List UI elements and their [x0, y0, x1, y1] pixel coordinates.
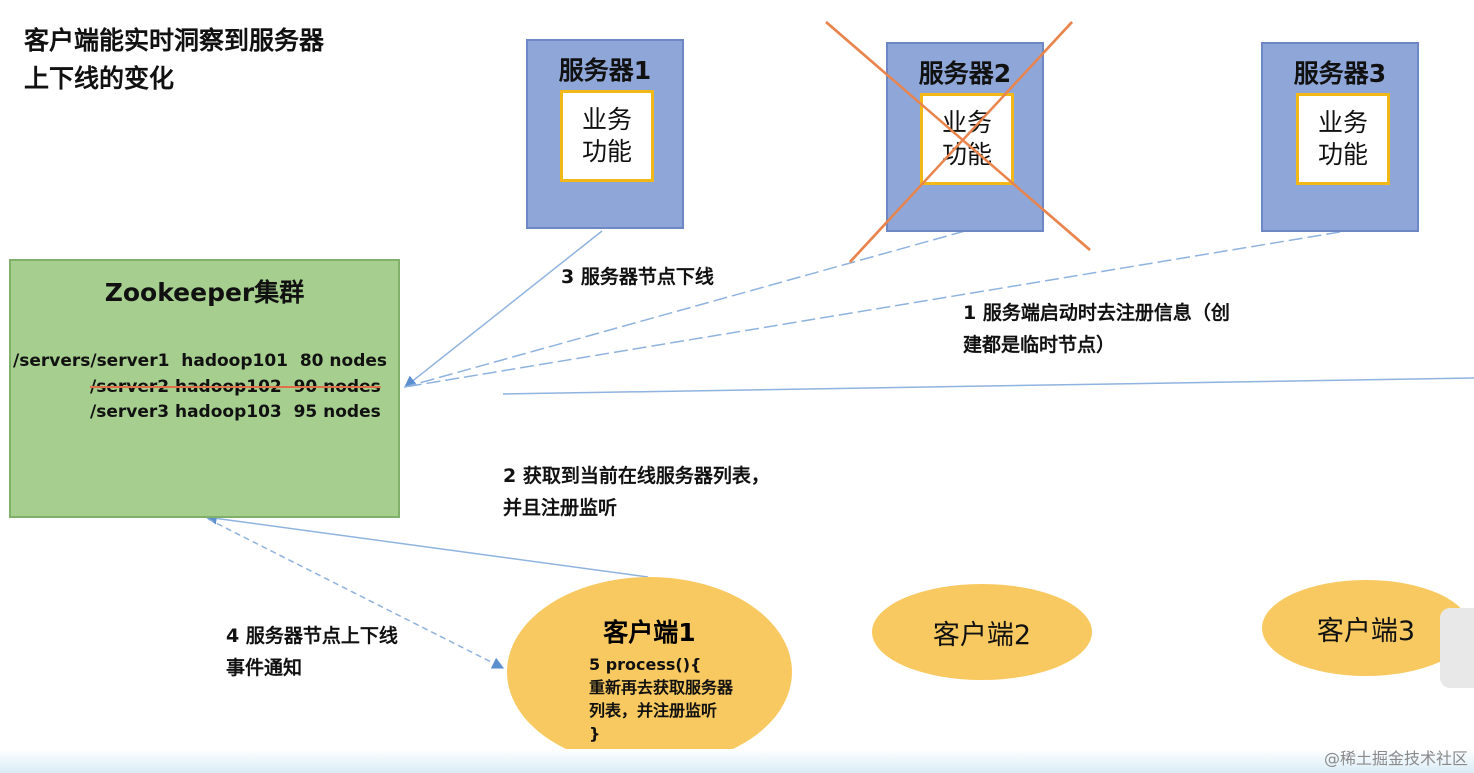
- server-2-box: 服务器2 业务功能: [886, 42, 1044, 232]
- server-1-box: 服务器1 业务功能: [526, 39, 684, 229]
- client-3-label: 客户端3: [1316, 615, 1416, 647]
- server-2-function-label: 业务功能: [941, 108, 992, 169]
- client-2-ellipse: 客户端2: [872, 584, 1092, 680]
- server-3-function: 业务功能: [1296, 93, 1390, 185]
- arrow-server1-to-zookeeper: [404, 230, 603, 388]
- step-4-label: 4 服务器节点上下线事件通知: [226, 625, 398, 679]
- step-3-label: 3 服务器节点下线: [561, 266, 714, 288]
- server-3-box: 服务器3 业务功能: [1261, 42, 1419, 232]
- client-1-code-line: }: [589, 724, 601, 743]
- zookeeper-title: Zookeeper集群: [104, 278, 305, 307]
- server-1-title: 服务器1: [558, 56, 652, 85]
- client-2-label: 客户端2: [932, 619, 1032, 651]
- footer-strip: [0, 749, 1474, 773]
- client-1-title: 客户端1: [603, 618, 696, 647]
- arrow-zookeeper-notify-client1: [207, 518, 505, 669]
- server-2-function: 业务功能: [920, 93, 1014, 185]
- client-3-ellipse: 客户端3: [1262, 580, 1470, 676]
- client-1-process-code: 5 process(){ 重新再去获取服务器 列表，并注册监听 }: [589, 653, 733, 745]
- server-3-function-label: 业务功能: [1317, 108, 1368, 169]
- server-1-function-label: 业务功能: [581, 105, 632, 166]
- watermark-text: @稀土掘金技术社区: [1323, 749, 1468, 768]
- zookeeper-cluster-box: Zookeeper集群 /servers/server1 hadoop101 8…: [9, 259, 400, 518]
- zk-node-server2-removed: /server2 hadoop102 90 nodes: [90, 377, 381, 397]
- diagram-title: 客户端能实时洞察到服务器上下线的变化: [24, 26, 325, 93]
- zk-node-server1: /servers/server1 hadoop101 80 nodes: [13, 351, 388, 371]
- step-1-label: 1 服务端启动时去注册信息（创建都是临时节点）: [963, 302, 1230, 356]
- side-scroll-tab[interactable]: [1440, 608, 1474, 688]
- client-1-ellipse: 客户端1 5 process(){ 重新再去获取服务器 列表，并注册监听 }: [507, 577, 792, 767]
- client-1-code-line: 5 process(){: [589, 655, 702, 674]
- server-1-function: 业务功能: [560, 90, 654, 182]
- server-2-title: 服务器2: [918, 59, 1012, 88]
- arrow-clients-to-zookeeper-line: [502, 377, 1474, 395]
- client-1-code-line: 重新再去获取服务器: [589, 678, 734, 697]
- arrow-server2-to-zookeeper: [404, 230, 966, 388]
- client-1-code-line: 列表，并注册监听: [589, 701, 718, 720]
- arrow-server3-to-zookeeper: [404, 231, 1341, 388]
- zk-node-server3: /server3 hadoop103 95 nodes: [90, 402, 381, 422]
- step-2-label: 2 获取到当前在线服务器列表，并且注册监听: [503, 465, 770, 519]
- server-3-title: 服务器3: [1293, 59, 1387, 88]
- arrow-client1-to-zookeeper: [204, 512, 649, 578]
